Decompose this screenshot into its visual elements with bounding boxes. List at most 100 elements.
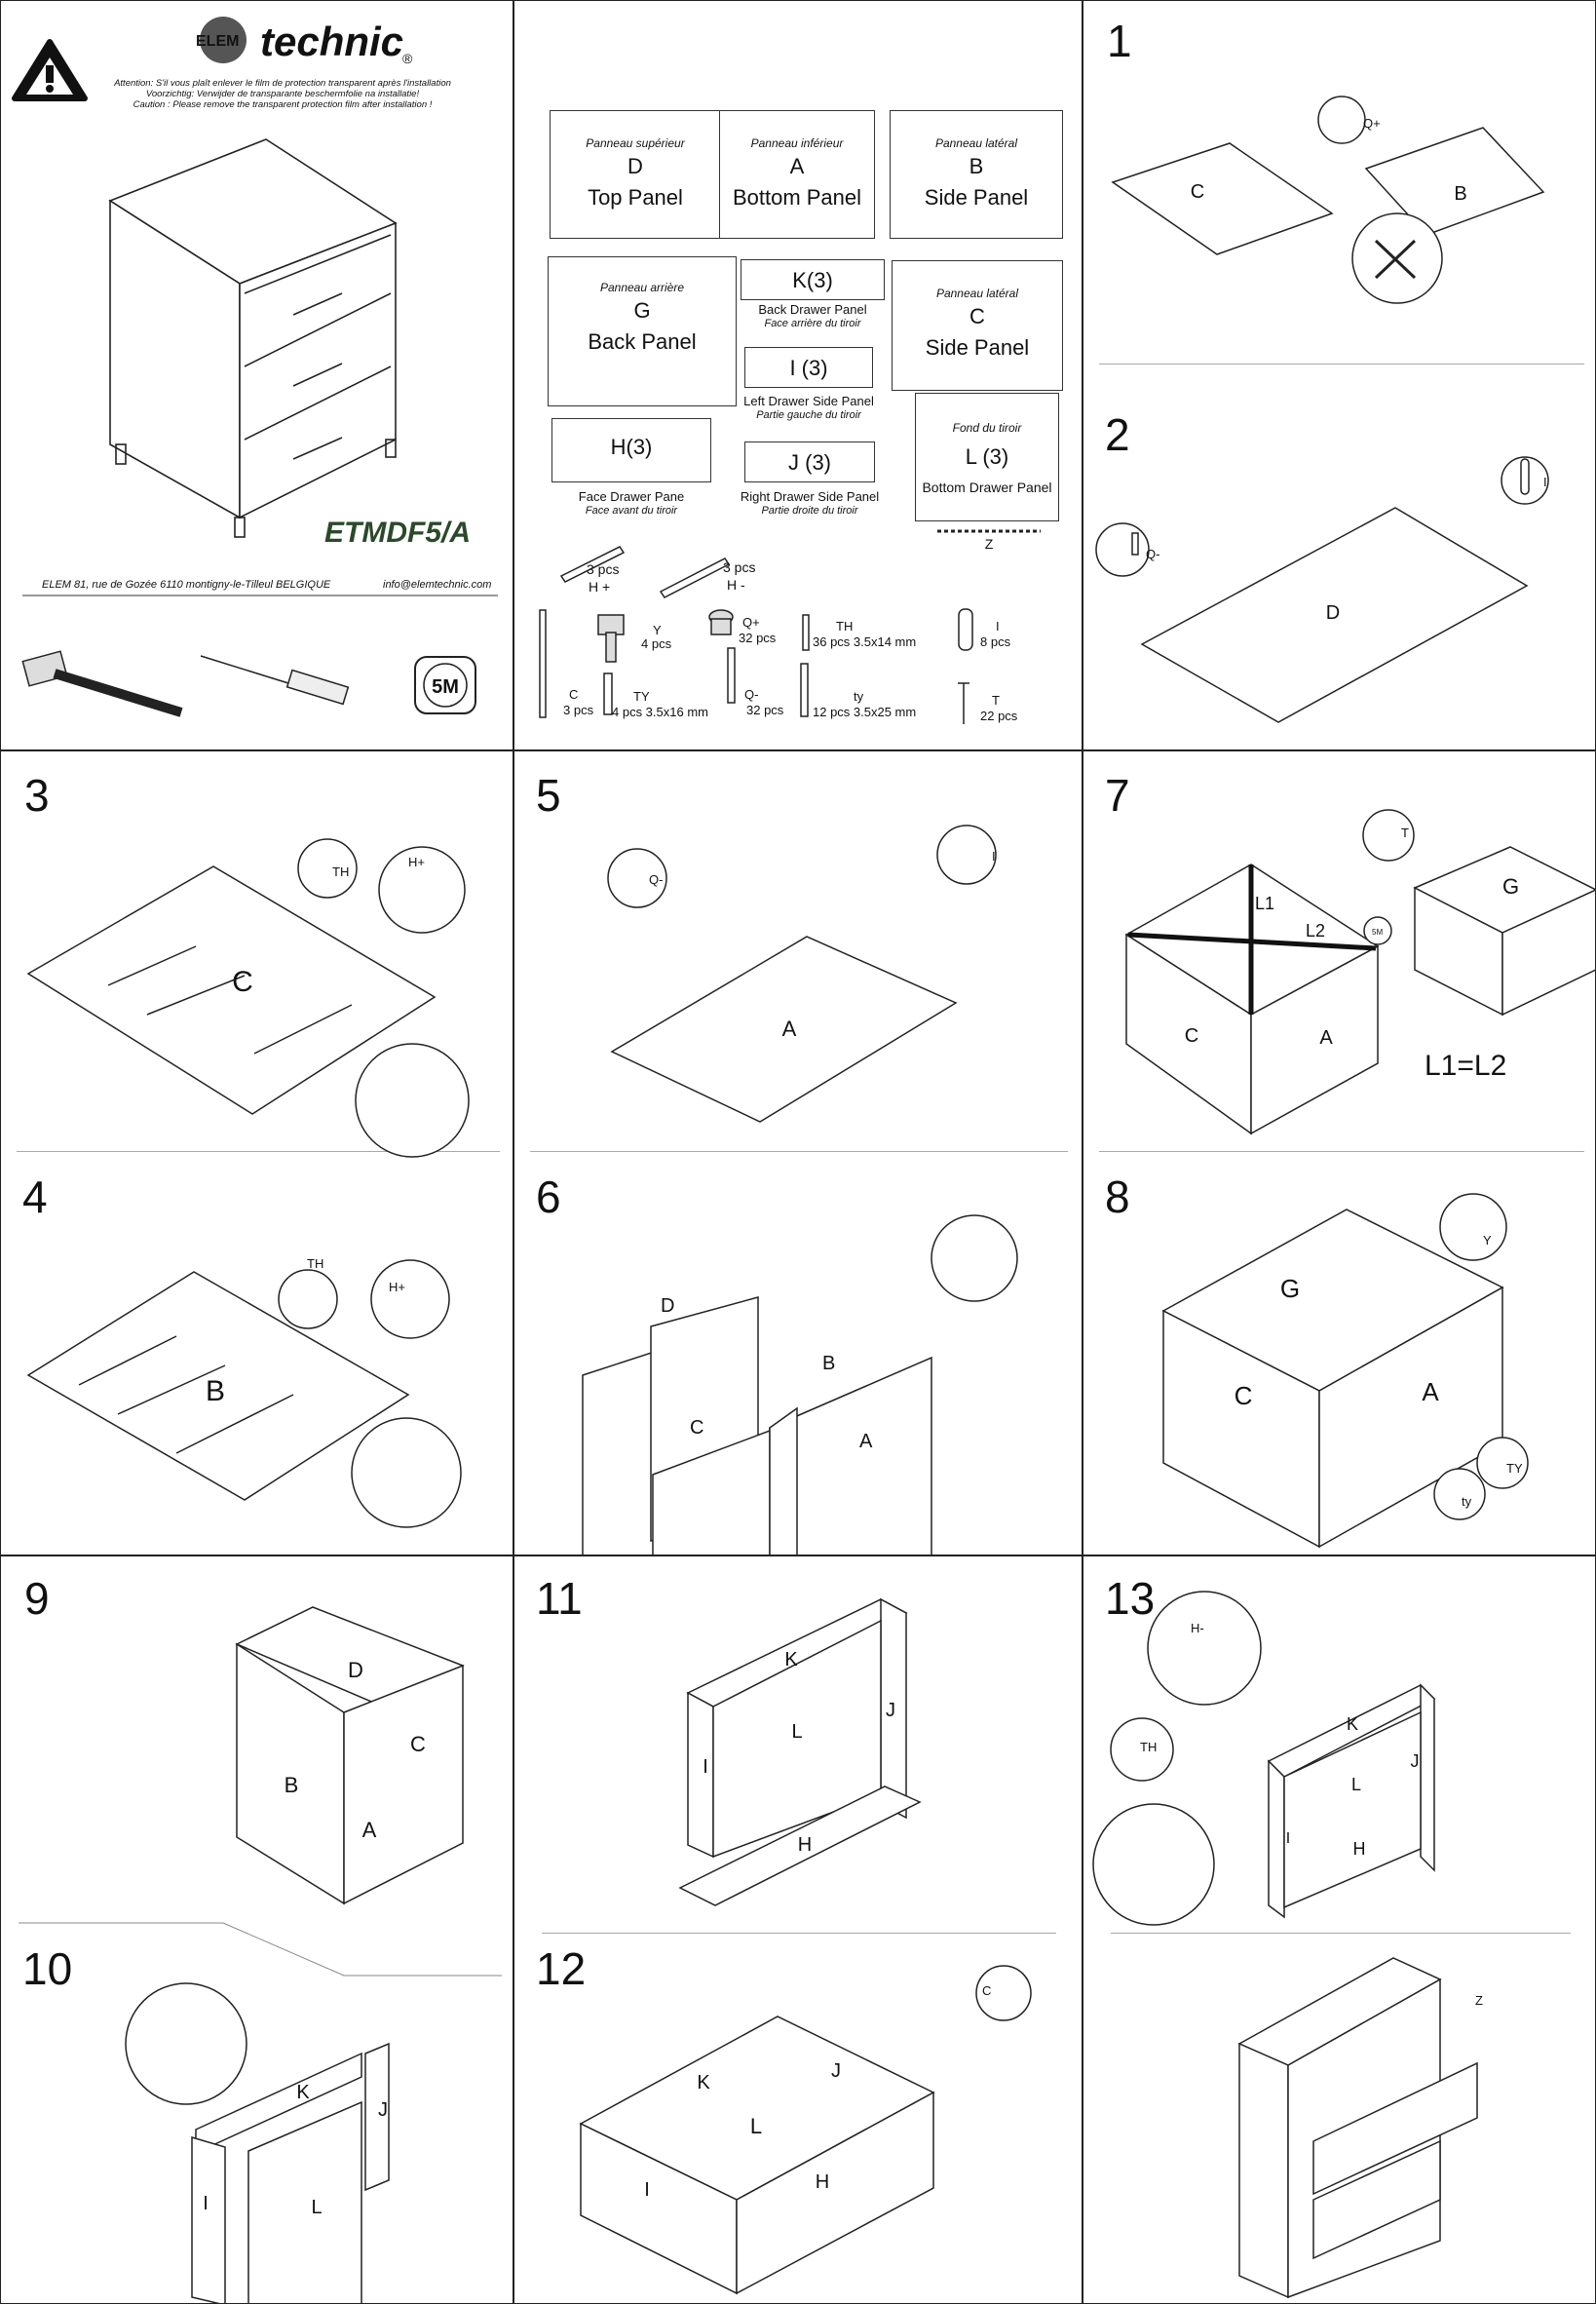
svg-text:B: B	[822, 1353, 835, 1374]
svg-text:T: T	[992, 693, 1000, 708]
cover-illustration: ELEM technic ® Attention: S'il vous plaî…	[12, 17, 498, 717]
nail-icon	[958, 682, 969, 724]
steps-9-10-panel: 9 10 D B C A K J I L	[0, 1555, 513, 2304]
svg-text:B: B	[206, 1375, 225, 1407]
svg-text:3 pcs: 3 pcs	[587, 561, 619, 577]
svg-text:I: I	[992, 849, 996, 864]
model-number: ETMDF5/A	[324, 517, 471, 549]
svg-text:8 pcs: 8 pcs	[980, 634, 1011, 649]
svg-text:J: J	[1411, 1751, 1420, 1771]
cover-panel: ELEM technic ® Attention: S'il vous plaî…	[0, 0, 513, 750]
step-8-number: 8	[1105, 1171, 1130, 1222]
svg-text:technic: technic	[260, 19, 403, 64]
tape-measure-icon: 5M	[414, 656, 476, 714]
svg-text:4 pcs: 4 pcs	[641, 636, 672, 651]
cam-bolt-qminus-icon	[727, 647, 736, 704]
part-face-drawer-H: H(3)	[551, 418, 711, 482]
svg-text:36 pcs 3.5x14 mm: 36 pcs 3.5x14 mm	[813, 634, 916, 649]
svg-text:TH: TH	[332, 864, 349, 879]
steps-11-12-panel: 11 12 K J L I H K J L I H C	[513, 1555, 1083, 2304]
svg-text:C: C	[410, 1732, 426, 1756]
slide-rail-hplus-icon	[559, 546, 626, 583]
svg-text:A: A	[859, 1431, 873, 1452]
hammer-icon	[21, 650, 183, 717]
step-13-panel: 13 H- TH K J L I H Z	[1083, 1555, 1596, 2304]
svg-text:I: I	[703, 1756, 708, 1778]
svg-text:L: L	[1351, 1775, 1361, 1794]
warning-en: Caution : Please remove the transparent …	[133, 99, 433, 110]
svg-text:H: H	[816, 2171, 829, 2193]
step-6-number: 6	[536, 1171, 561, 1222]
svg-text:5M: 5M	[432, 676, 459, 698]
svg-text:5M: 5M	[1372, 928, 1383, 937]
svg-text:3 pcs: 3 pcs	[563, 703, 594, 717]
steps-7-8-drawing: L1 L2 C A 5M T G L1=L2 G C A Y TY ty	[1124, 809, 1595, 1549]
bracket-y-icon	[597, 614, 625, 663]
svg-text:G: G	[1280, 1274, 1300, 1303]
steps-7-8-panel: 7 8 L1 L2 C A 5M T G L1=L2	[1083, 750, 1596, 1555]
svg-text:I: I	[644, 2179, 650, 2201]
svg-text:A: A	[1422, 1377, 1439, 1406]
svg-text:D: D	[348, 1658, 363, 1682]
brand-logo: ELEM technic ®	[196, 17, 413, 66]
svg-text:H -: H -	[727, 577, 745, 593]
step-12-number: 12	[536, 1943, 587, 1994]
svg-text:L2: L2	[1306, 921, 1325, 941]
svg-text:L1: L1	[1255, 894, 1274, 913]
step-7-number: 7	[1105, 770, 1130, 821]
screwdriver-icon	[200, 655, 350, 706]
svg-text:Q-: Q-	[1146, 547, 1159, 561]
step-13-drawing: H- TH K J L I H Z	[1092, 1591, 1483, 2299]
screw-ty-small-icon	[800, 663, 809, 717]
svg-text:L: L	[791, 1721, 802, 1743]
step-3-number: 3	[24, 770, 50, 821]
svg-text:K: K	[697, 2072, 710, 2093]
cabinet-drawing	[108, 138, 398, 538]
steps-11-12-drawing: K J L I H K J L I H C	[579, 1597, 1032, 2295]
svg-text:K: K	[296, 2082, 310, 2103]
steps-5-6-panel: 5 6 A Q- I D C B A	[513, 750, 1083, 1555]
svg-text:L: L	[311, 2197, 322, 2218]
svg-text:Z: Z	[1475, 1993, 1483, 2008]
svg-text:TH: TH	[836, 619, 853, 634]
slide-rail-hminus-icon	[659, 557, 731, 598]
company-address: ELEM 81, rue de Gozée 6110 montigny-le-T…	[42, 579, 331, 591]
svg-text:A: A	[1319, 1027, 1333, 1049]
svg-text:12 pcs 3.5x25 mm: 12 pcs 3.5x25 mm	[813, 705, 916, 719]
warning-icon	[12, 39, 88, 101]
svg-text:3 pcs: 3 pcs	[723, 559, 755, 575]
svg-text:C: C	[569, 687, 578, 702]
step-4-number: 4	[22, 1171, 48, 1222]
svg-text:4 pcs 3.5x16 mm: 4 pcs 3.5x16 mm	[612, 705, 708, 719]
svg-text:H +: H +	[589, 579, 610, 595]
steps-9-10-drawing: D B C A K J I L	[19, 1606, 502, 2303]
svg-text:Q-: Q-	[744, 687, 758, 702]
steps-1-2-panel: 1 2 C B Q+ D Q- I	[1083, 0, 1596, 750]
svg-text:C: C	[690, 1417, 703, 1439]
steps-3-4-panel: 3 4 C B TH H+ TH H+	[0, 750, 513, 1555]
svg-text:Y: Y	[1483, 1233, 1492, 1248]
dowel-icon	[958, 608, 973, 651]
svg-text:J: J	[886, 1700, 895, 1721]
svg-text:32 pcs: 32 pcs	[739, 631, 777, 645]
svg-text:Z: Z	[985, 536, 994, 552]
svg-text:22 pcs: 22 pcs	[980, 709, 1018, 723]
svg-text:I: I	[1286, 1830, 1290, 1847]
svg-text:C: C	[232, 966, 253, 998]
screw-th-icon	[802, 614, 810, 651]
svg-text:ELEM: ELEM	[196, 33, 239, 50]
step-9-number: 9	[24, 1573, 50, 1624]
svg-text:C: C	[1235, 1381, 1253, 1410]
svg-text:ty: ty	[854, 689, 864, 704]
svg-text:I: I	[996, 619, 1000, 634]
warning-fr: Attention: S'il vous plaît enlever le fi…	[113, 78, 451, 89]
